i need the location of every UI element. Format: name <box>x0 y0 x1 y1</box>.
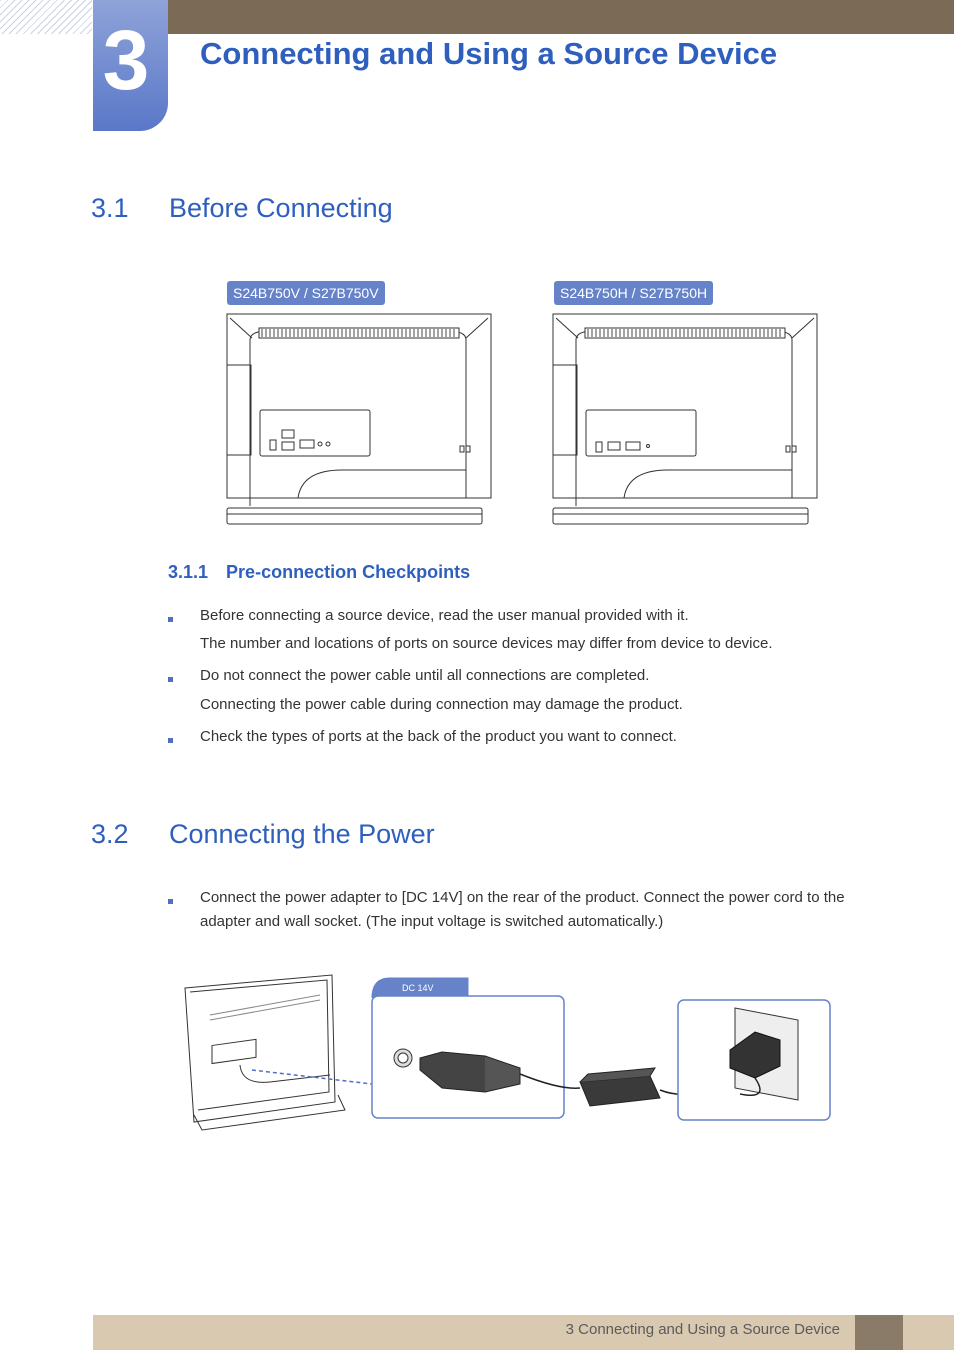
checkpoint-item-2: Do not connect the power cable until all… <box>200 667 650 684</box>
power-connection-illustration: DC 14V <box>184 974 831 1131</box>
model-badge-v: S24B750V / S27B750V <box>227 281 385 305</box>
model-badge-h: S24B750H / S27B750H <box>554 281 714 305</box>
section-number: 3.1 <box>91 193 129 223</box>
monitor-rear-illustration-h <box>552 313 818 525</box>
section-title: Connecting the Power <box>169 819 435 849</box>
section-number: 3.2 <box>91 819 129 849</box>
header-bar <box>168 0 954 34</box>
dc-port-label: DC 14V <box>402 983 434 993</box>
chapter-number-tab <box>93 0 168 131</box>
header-hatch-decoration <box>0 0 92 34</box>
footer-text: 3 Connecting and Using a Source Device <box>565 1321 840 1338</box>
checkpoint-note-1: The number and locations of ports on sou… <box>200 635 773 652</box>
footer-bar <box>93 1315 954 1350</box>
subsection-number: 3.1.1 <box>168 562 209 582</box>
checkpoint-item-3: Check the types of ports at the back of … <box>200 728 677 745</box>
monitor-rear-illustration-v <box>226 313 492 525</box>
subsection-title: Pre-connection Checkpoints <box>226 562 471 582</box>
bullet-icon <box>168 899 173 904</box>
chapter-number: 3 <box>102 13 150 107</box>
checkpoint-item-1: Before connecting a source device, read … <box>200 607 689 624</box>
power-instruction: Connect the power adapter to [DC 14V] on… <box>200 889 845 930</box>
bullet-icon <box>168 617 173 622</box>
page-number <box>855 1315 903 1350</box>
section-title: Before Connecting <box>169 193 393 223</box>
checkpoint-note-2: Connecting the power cable during connec… <box>200 696 683 713</box>
chapter-title: Connecting and Using a Source Device <box>200 36 778 71</box>
bullet-icon <box>168 738 173 743</box>
bullet-icon <box>168 677 173 682</box>
subsection-heading-checkpoints: 3.1.1 Pre-connection Checkpoints <box>168 562 470 583</box>
